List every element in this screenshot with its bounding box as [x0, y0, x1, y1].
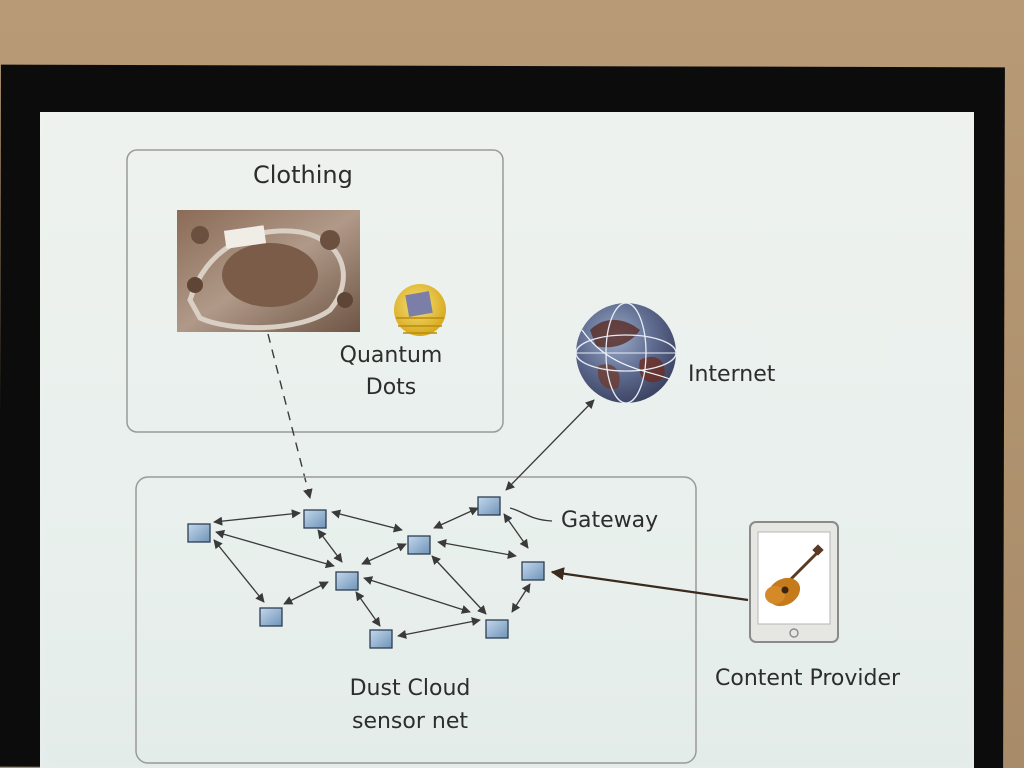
gateway-label: Gateway	[561, 508, 659, 533]
gateway-callout-line	[509, 507, 553, 522]
sensor-node-gateway	[477, 496, 501, 516]
sensor-nodes	[187, 496, 545, 649]
content-provider-arrow	[550, 567, 749, 602]
clothing-to-sensor-link	[267, 333, 313, 499]
sensor-node	[369, 629, 393, 649]
sensor-node	[485, 619, 509, 639]
sensor-node	[303, 509, 327, 529]
guitar-icon	[765, 544, 824, 607]
sensor-network-links	[213, 399, 595, 639]
clothing-title: Clothing	[253, 161, 353, 189]
sensor-node	[521, 561, 545, 581]
content-provider-label: Content Provider	[715, 666, 901, 691]
quantum-dot-icon	[394, 284, 446, 336]
dust-cloud-label-line1: Dust Cloud	[349, 676, 471, 701]
fabric-photo	[177, 210, 360, 332]
sensor-node	[407, 535, 431, 555]
internet-label: Internet	[688, 362, 776, 387]
sensor-node	[187, 523, 211, 543]
sensor-node	[259, 607, 283, 627]
dust-cloud-label-line2: sensor net	[351, 709, 468, 734]
dust-cloud-box	[135, 476, 697, 764]
clothing-box	[126, 149, 504, 433]
quantum-dots-label: Quantum Dots	[339, 343, 443, 400]
sensor-node	[335, 571, 359, 591]
globe-icon	[575, 302, 677, 404]
